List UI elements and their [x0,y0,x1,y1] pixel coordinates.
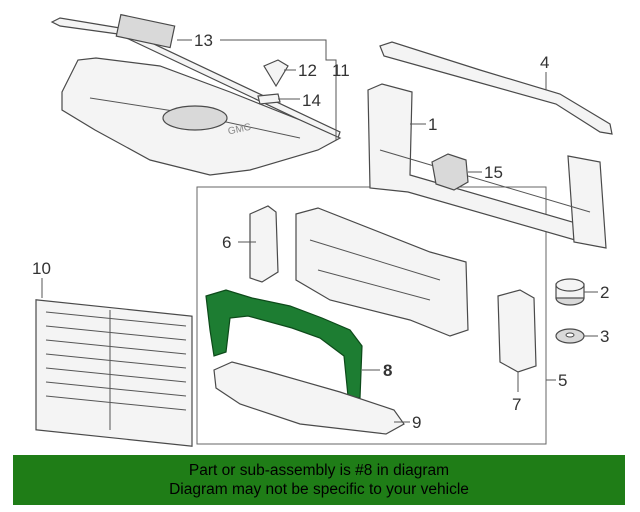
subassembly-frame-inner [309,239,441,301]
subassembly-frame [295,207,469,337]
logo-text: GMC [227,122,252,138]
part-14-clip [257,93,281,105]
callout-14: 14 [302,91,321,110]
part-8-highlighted [205,289,363,399]
part-12-clip [263,59,289,88]
part-13-seal [50,17,341,139]
part-6-bracket [249,205,279,283]
callout-13: 13 [194,31,213,50]
callout-7: 7 [512,395,521,414]
banner-line-1: Part or sub-assembly is #8 in diagram [188,462,450,479]
callout-1: 1 [428,115,437,134]
part-10-shutter [35,299,193,447]
callout-9: 9 [412,413,421,432]
part-15-sensor [431,153,469,191]
part-11-bump [162,105,228,131]
callout-12: 12 [298,61,317,80]
callout-4: 4 [540,53,549,72]
part-3-washer-hole [565,332,575,338]
part-10-slats [45,310,187,430]
callout-3: 3 [600,327,609,346]
part-7-bracket [497,289,537,373]
part-9-lower-deflector [213,361,405,435]
callout-6: 6 [222,233,231,252]
part-1-right-post [567,155,607,249]
callout-10: 10 [32,259,51,278]
part-4-upper-bar [379,41,613,135]
info-banner: Part or sub-assembly is #8 in diagram Di… [13,455,625,505]
part-2-mount-top [555,278,585,292]
leader-11 [220,39,337,140]
part-1-cross [379,149,591,213]
part-13-label-plate [115,13,176,49]
callout-11: 11 [332,61,350,80]
banner-line-2: Diagram may not be specific to your vehi… [169,481,469,498]
callout-8: 8 [383,361,392,380]
callout-5: 5 [558,371,567,390]
callout-15: 15 [484,163,503,182]
parts-diagram: GMC 13 12 11 14 4 1 15 [32,13,613,447]
callout-2: 2 [600,283,609,302]
